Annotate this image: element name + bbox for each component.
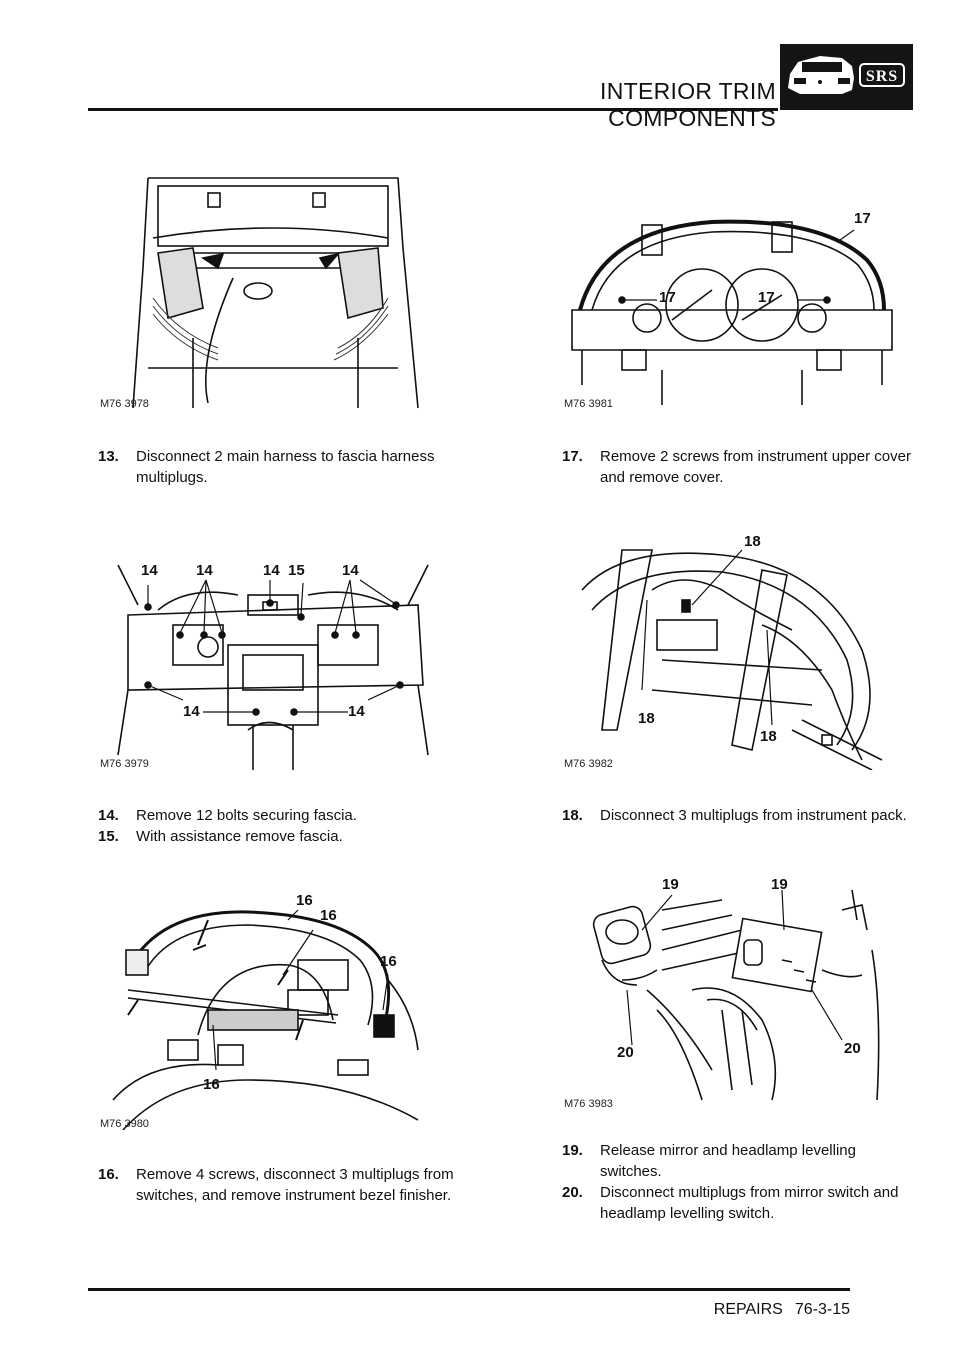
- figure-code: M76 3983: [564, 1098, 613, 1110]
- callout-14-f: 14: [348, 703, 365, 720]
- callout-19-left: 19: [662, 876, 679, 893]
- figure-code: M76 3982: [564, 758, 613, 770]
- step-text: Remove 12 bolts securing fascia.: [136, 807, 357, 824]
- footer-page-number: 76-3-15: [794, 1301, 850, 1318]
- page-title: INTERIOR TRIM COMPONENTS: [600, 78, 776, 131]
- step-number: 15.: [98, 828, 119, 845]
- figure-mirror-headlamp-switches: 19 19 20 20 M76 3983: [562, 870, 902, 1110]
- step-number: 14.: [98, 807, 119, 824]
- srs-car-logo: SRS: [780, 44, 913, 110]
- callout-16-top: 16: [296, 892, 313, 909]
- figure-fascia-bolts: 14 14 14 15 14 14 14 M76 3979: [98, 555, 448, 770]
- page-footer: REPAIRS 76-3-15: [600, 1301, 850, 1319]
- callout-18-top: 18: [744, 533, 761, 550]
- callout-17-top: 17: [854, 210, 871, 227]
- header-rule: [88, 108, 778, 111]
- callout-14-d: 14: [342, 562, 359, 579]
- footer-section: REPAIRS: [713, 1301, 783, 1318]
- step-text: Remove 4 screws, disconnect 3 multiplugs…: [136, 1166, 454, 1204]
- step-17: 17. Remove 2 screws from instrument uppe…: [562, 446, 932, 490]
- step-number: 16.: [98, 1166, 119, 1183]
- step-number: 19.: [562, 1142, 583, 1159]
- step-16: 16. Remove 4 screws, disconnect 3 multip…: [98, 1164, 468, 1227]
- figure-harness-multiplugs: M76 3978: [98, 158, 448, 410]
- step-text: Disconnect multiplugs from mirror switch…: [600, 1184, 899, 1222]
- step-13: 13. Disconnect 2 main harness to fascia …: [98, 446, 468, 490]
- figure-instrument-pack-multiplugs: 18 18 18 M76 3982: [562, 530, 902, 770]
- callout-19-right: 19: [771, 876, 788, 893]
- figure-code: M76 3981: [564, 398, 613, 410]
- step-text: With assistance remove fascia.: [136, 828, 343, 845]
- footer-rule: [88, 1288, 850, 1291]
- callout-18-left: 18: [638, 710, 655, 727]
- callout-14-a: 14: [141, 562, 158, 579]
- figure-code: M76 3978: [100, 398, 149, 410]
- step-text: Remove 2 screws from instrument upper co…: [600, 448, 911, 486]
- step-18: 18. Disconnect 3 multiplugs from instrum…: [562, 805, 932, 826]
- callout-14-b: 14: [196, 562, 213, 579]
- step-number: 17.: [562, 448, 583, 465]
- step-19: 19. Release mirror and headlamp levellin…: [562, 1140, 932, 1182]
- callout-20-right: 20: [844, 1040, 861, 1057]
- figure-code: M76 3979: [100, 758, 149, 770]
- callout-16-bottom: 16: [203, 1076, 220, 1093]
- step-number: 18.: [562, 807, 583, 824]
- callout-17-left: 17: [659, 289, 676, 306]
- step-text: Disconnect 3 multiplugs from instrument …: [600, 807, 907, 824]
- step-14: 14. Remove 12 bolts securing fascia.: [98, 805, 468, 826]
- srs-badge-text: SRS: [866, 68, 898, 85]
- step-number: 13.: [98, 448, 119, 465]
- callout-20-left: 20: [617, 1044, 634, 1061]
- step-number: 20.: [562, 1184, 583, 1201]
- callout-17-right: 17: [758, 289, 775, 306]
- figure-instrument-upper-cover: 17 17 17 M76 3981: [562, 200, 902, 410]
- callout-15: 15: [288, 562, 305, 579]
- step-text: Disconnect 2 main harness to fascia harn…: [136, 448, 435, 486]
- step-15: 15. With assistance remove fascia.: [98, 826, 468, 847]
- callout-16-mid: 16: [320, 907, 337, 924]
- step-20: 20. Disconnect multiplugs from mirror sw…: [562, 1182, 932, 1224]
- callout-14-e: 14: [183, 703, 200, 720]
- figure-instrument-bezel: 16 16 16 16 M76 3980: [98, 890, 448, 1130]
- step-text: Release mirror and headlamp levelling sw…: [600, 1142, 856, 1180]
- callout-14-c: 14: [263, 562, 280, 579]
- callout-16-right: 16: [380, 953, 397, 970]
- figure-code: M76 3980: [100, 1118, 149, 1130]
- callout-18-right: 18: [760, 728, 777, 745]
